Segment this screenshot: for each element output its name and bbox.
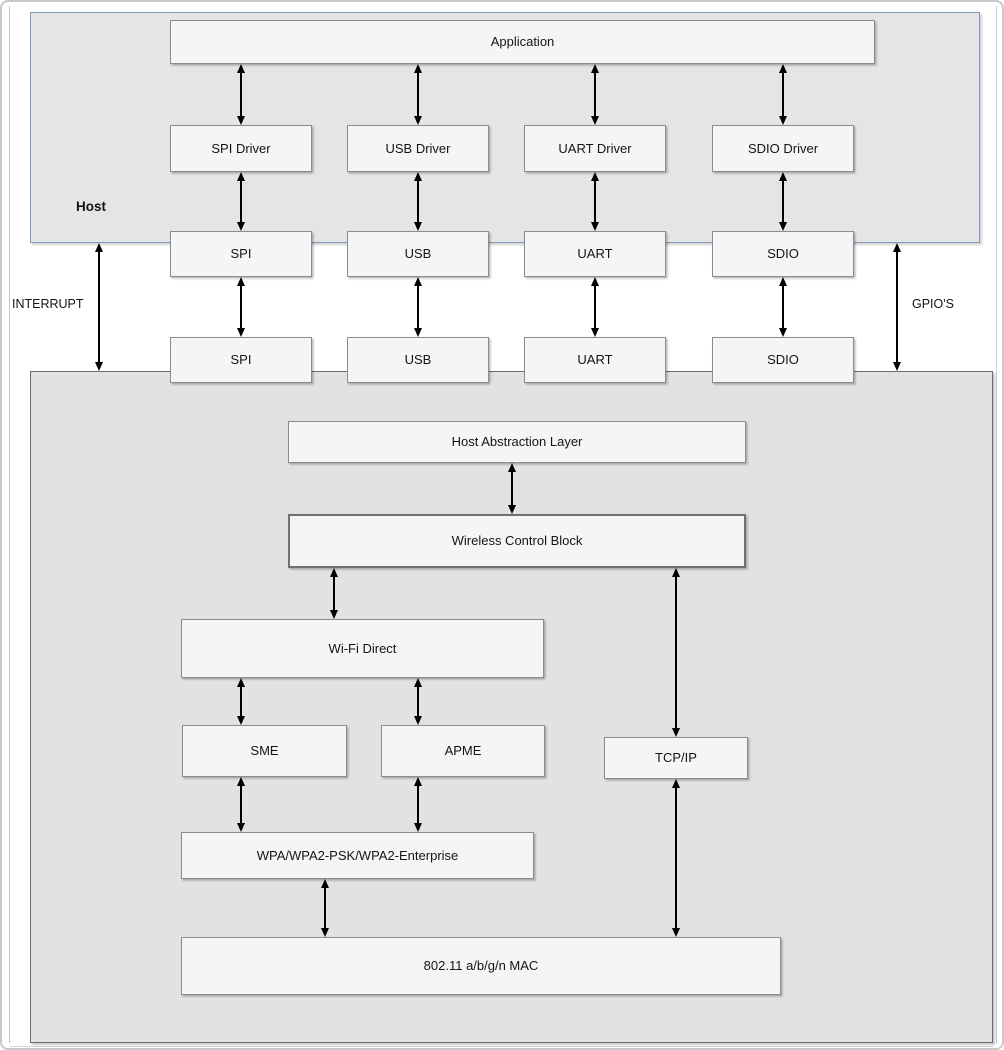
double-arrow (590, 64, 600, 125)
double-arrow (413, 777, 423, 832)
application-box: Application (170, 20, 875, 64)
gpios-label: GPIO'S (912, 297, 954, 311)
host-label: Host (76, 199, 106, 214)
double-arrow (236, 277, 246, 337)
page-edge-bottom (10, 1046, 993, 1047)
double-arrow (236, 172, 246, 231)
driver-box-sdio: SDIO Driver (712, 125, 854, 172)
interrupt-label: INTERRUPT (12, 297, 84, 311)
driver-box-spi: SPI Driver (170, 125, 312, 172)
interface-box-device-sdio: SDIO (712, 337, 854, 383)
interface-box-device-spi: SPI (170, 337, 312, 383)
double-arrow (413, 277, 423, 337)
interface-box-host-sdio: SDIO (712, 231, 854, 277)
interface-box-device-uart: UART (524, 337, 666, 383)
double-arrow (892, 243, 902, 371)
double-arrow (590, 172, 600, 231)
double-arrow (671, 779, 681, 937)
double-arrow (320, 879, 330, 937)
double-arrow (671, 568, 681, 737)
double-arrow (778, 277, 788, 337)
double-arrow (329, 568, 339, 619)
mac-box: 802.11 a/b/g/n MAC (181, 937, 781, 995)
double-arrow (413, 64, 423, 125)
page-edge-left (9, 6, 10, 1043)
double-arrow (778, 172, 788, 231)
wifi-direct-box: Wi-Fi Direct (181, 619, 544, 678)
wpa-box: WPA/WPA2-PSK/WPA2-Enterprise (181, 832, 534, 879)
apme-box: APME (381, 725, 545, 777)
double-arrow (413, 678, 423, 725)
driver-box-uart: UART Driver (524, 125, 666, 172)
double-arrow (236, 777, 246, 832)
double-arrow (413, 172, 423, 231)
page-edge-right (996, 6, 997, 1043)
double-arrow (778, 64, 788, 125)
double-arrow (94, 243, 104, 371)
interface-box-device-usb: USB (347, 337, 489, 383)
double-arrow (236, 678, 246, 725)
double-arrow (236, 64, 246, 125)
double-arrow (590, 277, 600, 337)
wireless-control-block-box: Wireless Control Block (288, 514, 746, 568)
interface-box-host-usb: USB (347, 231, 489, 277)
double-arrow (507, 463, 517, 514)
sme-box: SME (182, 725, 347, 777)
tcpip-box: TCP/IP (604, 737, 748, 779)
interface-box-host-spi: SPI (170, 231, 312, 277)
driver-box-usb: USB Driver (347, 125, 489, 172)
host-abstraction-layer-box: Host Abstraction Layer (288, 421, 746, 463)
interface-box-host-uart: UART (524, 231, 666, 277)
